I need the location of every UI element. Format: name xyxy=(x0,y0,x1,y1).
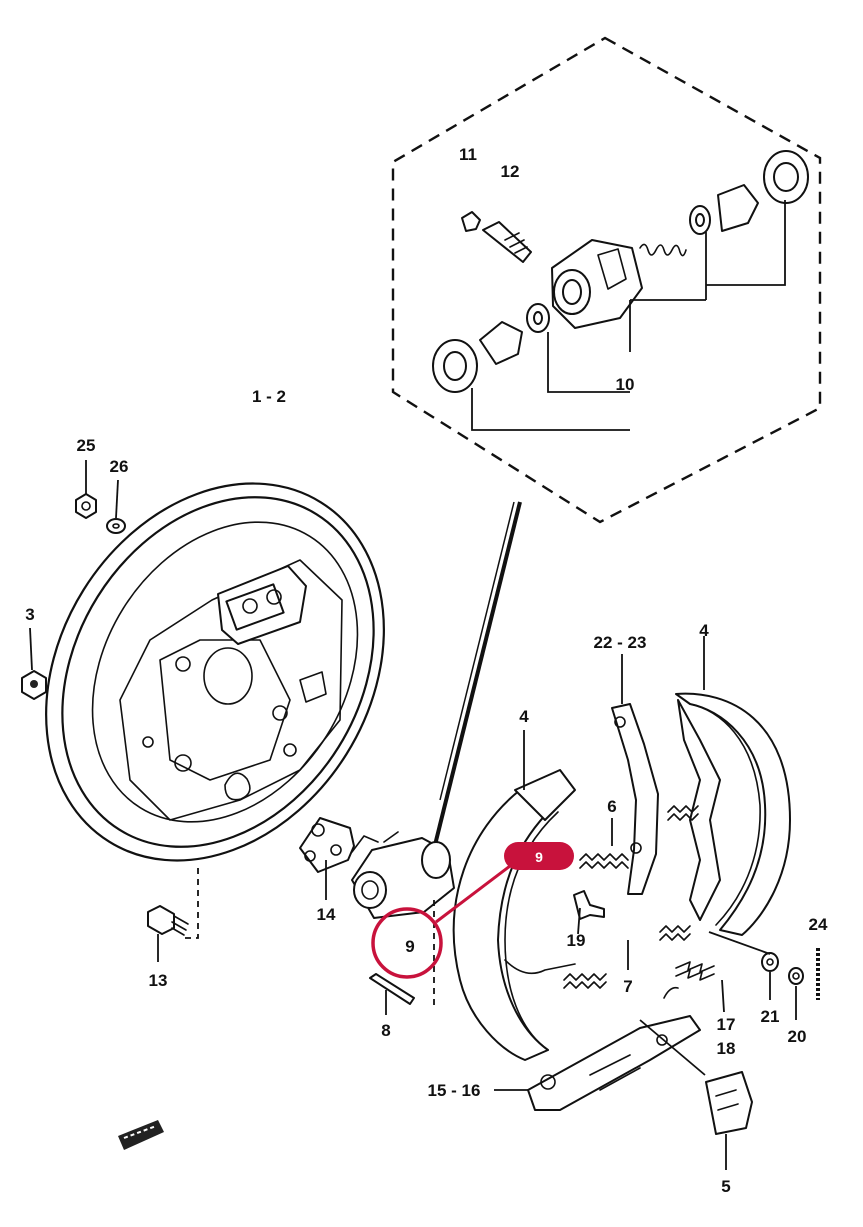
detail-pointer-strip xyxy=(433,501,522,846)
part-label-19: 19 xyxy=(567,931,586,950)
part-label-17: 17 xyxy=(717,1015,736,1034)
part-label-5: 5 xyxy=(721,1177,730,1196)
part-label-21: 21 xyxy=(761,1007,780,1026)
gasket xyxy=(299,817,355,900)
fwd-arrow-logo xyxy=(118,1120,164,1150)
part-labels: 1 - 2 3 4 4 5 6 7 8 9 10 11 12 13 14 15 … xyxy=(25,145,828,1196)
bleeder-plug xyxy=(369,973,415,1015)
adjuster-clip xyxy=(639,1019,753,1170)
part-label-8: 8 xyxy=(381,1021,390,1040)
wheel-cylinder-detail-box xyxy=(391,36,822,524)
part-label-9: 9 xyxy=(405,937,414,956)
highlight-badge-label: 9 xyxy=(535,849,543,865)
backing-plate xyxy=(45,482,385,939)
wheel-cylinder xyxy=(351,831,455,1010)
highlight-circle xyxy=(371,907,443,979)
part-label-14: 14 xyxy=(317,905,336,924)
part-label-1-2: 1 - 2 xyxy=(252,387,286,406)
part-label-4-right: 4 xyxy=(699,621,709,640)
brake-shoe-right xyxy=(675,636,791,936)
part-label-6: 6 xyxy=(607,797,616,816)
part-label-22-23: 22 - 23 xyxy=(594,633,647,652)
hold-down-springs xyxy=(663,931,820,1020)
part-label-11: 11 xyxy=(459,145,477,164)
highlight-badge[interactable] xyxy=(504,842,574,870)
hold-down-pin xyxy=(573,890,605,935)
return-springs xyxy=(563,805,699,989)
part-label-25: 25 xyxy=(77,436,96,455)
part-label-15-16: 15 - 16 xyxy=(428,1081,481,1100)
part-label-4-left: 4 xyxy=(519,707,529,726)
part-label-10: 10 xyxy=(616,375,635,394)
brake-shoe-left xyxy=(452,730,576,1061)
part-label-3: 3 xyxy=(25,605,34,624)
part-label-26: 26 xyxy=(110,457,129,476)
part-label-13: 13 xyxy=(149,971,168,990)
backing-plate-fasteners xyxy=(21,460,189,962)
part-label-7: 7 xyxy=(623,977,632,996)
part-label-18: 18 xyxy=(717,1039,736,1058)
wheel-cylinder-exploded xyxy=(432,150,809,431)
part-label-20: 20 xyxy=(788,1027,807,1046)
highlight-annotation: 9 xyxy=(371,842,574,979)
part-label-12: 12 xyxy=(501,162,520,181)
parking-brake-lever xyxy=(611,654,659,895)
part-label-24: 24 xyxy=(809,915,828,934)
